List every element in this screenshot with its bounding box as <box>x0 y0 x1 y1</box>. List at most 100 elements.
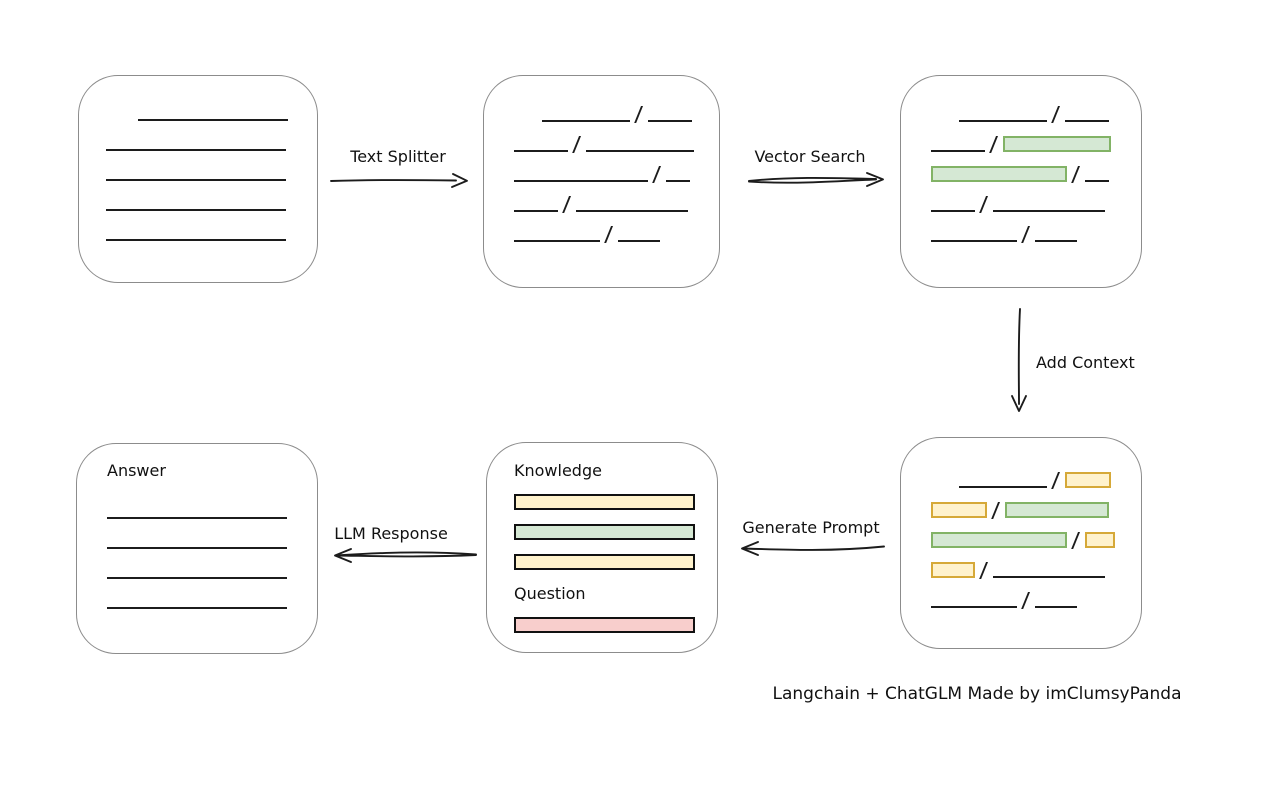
text-line <box>931 606 1017 608</box>
text-line <box>542 120 630 122</box>
yellow-bar <box>514 554 695 570</box>
text-line <box>514 210 558 212</box>
vector-search-label: Vector Search <box>754 147 866 166</box>
chunk-row <box>514 152 691 183</box>
chunk-row <box>931 488 1113 519</box>
text-line <box>1035 606 1078 608</box>
slash-separator <box>1021 226 1031 243</box>
context-chunk-rows <box>901 438 1141 609</box>
text-line <box>576 210 689 212</box>
question-bars <box>514 617 695 633</box>
text-line <box>959 486 1047 488</box>
slash-separator <box>1021 592 1031 609</box>
green-chunk <box>1005 502 1110 518</box>
green-chunk <box>1003 136 1112 152</box>
green-bar <box>514 524 695 540</box>
chunk-row <box>931 578 1113 609</box>
answer-lines <box>107 517 289 609</box>
text-line <box>648 120 693 122</box>
text-line <box>106 209 286 211</box>
text-line <box>107 577 287 579</box>
slash-separator <box>562 196 572 213</box>
text-line <box>666 180 691 182</box>
document-node <box>78 75 318 283</box>
slash-separator <box>989 136 999 153</box>
chunk-row <box>931 92 1113 123</box>
slash-separator <box>652 166 662 183</box>
llm-response-label: LLM Response <box>334 524 448 543</box>
slash-separator <box>1071 532 1081 549</box>
slash-separator <box>979 196 989 213</box>
split-chunks-node <box>483 75 720 288</box>
yellow-chunk <box>931 502 987 518</box>
slash-separator <box>1051 472 1061 489</box>
text-line <box>931 240 1017 242</box>
document-lines <box>79 76 317 241</box>
answer-label: Answer <box>107 461 166 480</box>
matched-chunk-rows <box>901 76 1141 243</box>
slash-separator <box>604 226 614 243</box>
text-line <box>106 179 286 181</box>
split-chunk-rows <box>484 76 719 243</box>
slash-separator <box>991 502 1001 519</box>
vector-search-arrow <box>748 172 884 187</box>
text-line <box>931 210 975 212</box>
text-line <box>993 576 1106 578</box>
slash-separator <box>572 136 582 153</box>
text-line <box>514 240 600 242</box>
text-line <box>1085 180 1110 182</box>
chunk-row <box>514 122 695 153</box>
text-line <box>138 119 288 121</box>
text-line <box>959 120 1047 122</box>
generate-prompt-arrow <box>741 541 885 556</box>
slash-separator <box>634 106 644 123</box>
context-chunks-node <box>900 437 1142 649</box>
add-context-label: Add Context <box>1036 353 1135 372</box>
text-line <box>1065 120 1110 122</box>
text-line <box>514 180 648 182</box>
caption: Langchain + ChatGLM Made by imClumsyPand… <box>772 684 1182 704</box>
llm-response-arrow <box>334 548 477 563</box>
generate-prompt-label: Generate Prompt <box>742 518 880 537</box>
chunk-row <box>931 212 1113 243</box>
green-chunk <box>931 532 1067 548</box>
text-line <box>106 149 286 151</box>
text-line <box>107 547 287 549</box>
answer-node: Answer <box>76 443 318 654</box>
text-line <box>107 607 287 609</box>
text-line <box>514 150 568 152</box>
chunk-row <box>931 182 1113 213</box>
chunk-row <box>931 122 1113 153</box>
chunk-row <box>514 92 693 123</box>
chunk-row <box>931 152 1113 183</box>
text-line <box>107 517 287 519</box>
chunk-row <box>514 212 691 243</box>
knowledge-bars <box>514 494 695 570</box>
yellow-chunk <box>1065 472 1112 488</box>
green-chunk <box>931 166 1067 182</box>
text-line <box>931 150 985 152</box>
red-bar <box>514 617 695 633</box>
slash-separator <box>979 562 989 579</box>
text-line <box>586 150 695 152</box>
text-line <box>618 240 661 242</box>
add-context-arrow <box>1011 308 1027 412</box>
prompt-node: Knowledge Question <box>486 442 718 653</box>
slash-separator <box>1071 166 1081 183</box>
yellow-bar <box>514 494 695 510</box>
matched-chunks-node <box>900 75 1142 288</box>
text-line <box>993 210 1106 212</box>
yellow-chunk <box>1085 532 1116 548</box>
slash-separator <box>1051 106 1061 123</box>
knowledge-label: Knowledge <box>514 461 602 480</box>
yellow-chunk <box>931 562 975 578</box>
text-line <box>1035 240 1078 242</box>
chunk-row <box>931 548 1113 579</box>
text-splitter-arrow <box>330 173 468 188</box>
text-splitter-label: Text Splitter <box>350 147 446 166</box>
chunk-row <box>931 458 1113 489</box>
chunk-row <box>931 518 1116 549</box>
chunk-row <box>514 182 691 213</box>
text-line <box>106 239 286 241</box>
